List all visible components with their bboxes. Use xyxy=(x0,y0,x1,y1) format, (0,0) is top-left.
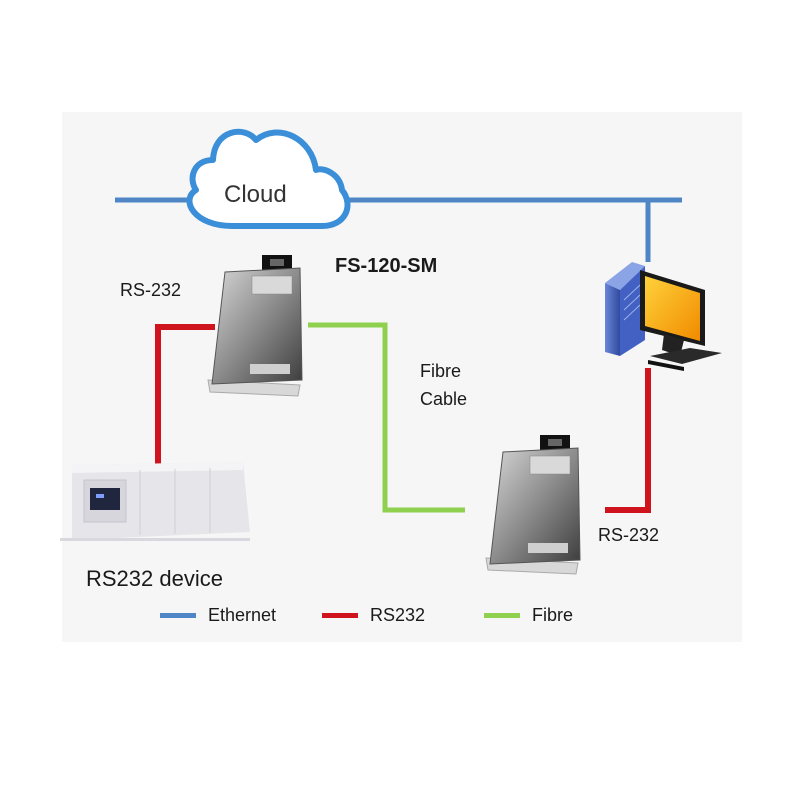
cloud-label: Cloud xyxy=(224,181,287,208)
fibre-cable-label-line1: Fibre xyxy=(420,361,462,381)
legend-item-ethernet: Ethernet xyxy=(160,605,276,626)
computer-icon xyxy=(605,262,722,371)
rs232-line-right xyxy=(605,368,651,513)
legend-swatch-ethernet xyxy=(160,613,196,618)
legend-item-fibre: Fibre xyxy=(484,605,573,626)
legend-label-rs232: RS232 xyxy=(370,605,426,625)
rs232-label-right: RS-232 xyxy=(598,525,660,545)
legend-label-fibre: Fibre xyxy=(532,605,574,625)
rs232-links xyxy=(155,324,651,513)
fibre-cable-label-line2: Cable xyxy=(420,389,468,409)
legend-swatch-fibre xyxy=(484,613,520,618)
legend-label-ethernet: Ethernet xyxy=(208,605,277,625)
fibre-cable-line xyxy=(308,322,465,513)
cloud-icon xyxy=(186,128,351,229)
legend-item-rs232: RS232 xyxy=(322,605,425,626)
converter-model-label: FS-120-SM xyxy=(335,255,438,277)
fibre-cable-label: Fibre Cable xyxy=(420,357,467,413)
converter-top-icon xyxy=(207,255,303,397)
converter-bottom-icon xyxy=(485,435,581,575)
rs232-label-left: RS-232 xyxy=(120,280,182,300)
legend-swatch-rs232 xyxy=(322,613,358,618)
rs232-line-left xyxy=(155,324,215,468)
rs232-device-label: RS232 device xyxy=(86,566,223,591)
rs232-device-icon xyxy=(60,462,250,541)
